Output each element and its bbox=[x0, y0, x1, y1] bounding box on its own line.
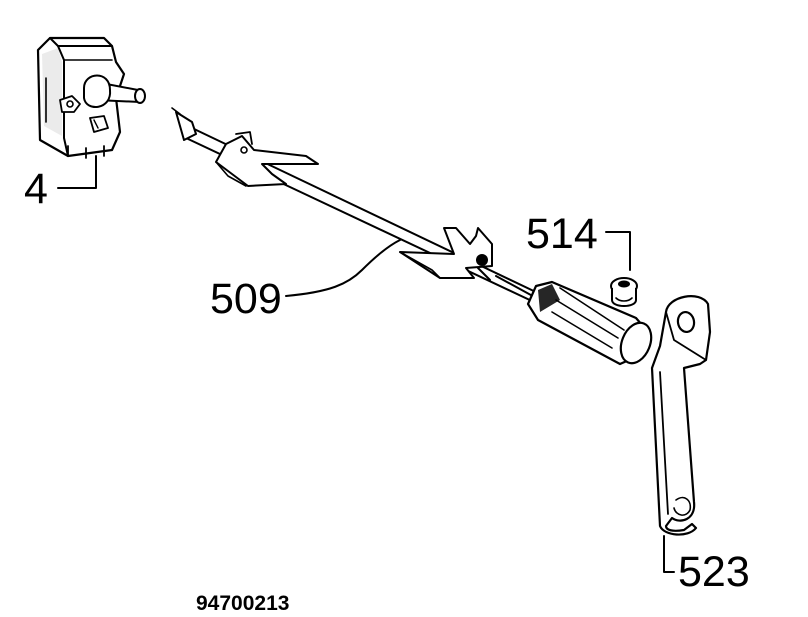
part-label-4: 4 bbox=[24, 165, 48, 213]
callout-leaders bbox=[57, 155, 675, 573]
rotisserie-spit-icon bbox=[171, 107, 653, 366]
support-bracket-icon bbox=[650, 295, 712, 536]
document-number: 94700213 bbox=[196, 592, 289, 615]
leader-514 bbox=[605, 231, 631, 271]
bushing-icon bbox=[610, 277, 638, 307]
leader-4 bbox=[57, 155, 97, 189]
part-label-509: 509 bbox=[210, 275, 282, 323]
leader-523 bbox=[663, 535, 675, 573]
spit-motor-icon bbox=[36, 36, 146, 159]
part-label-523: 523 bbox=[678, 548, 750, 596]
part-label-514: 514 bbox=[526, 210, 598, 258]
leader-509 bbox=[285, 239, 401, 297]
